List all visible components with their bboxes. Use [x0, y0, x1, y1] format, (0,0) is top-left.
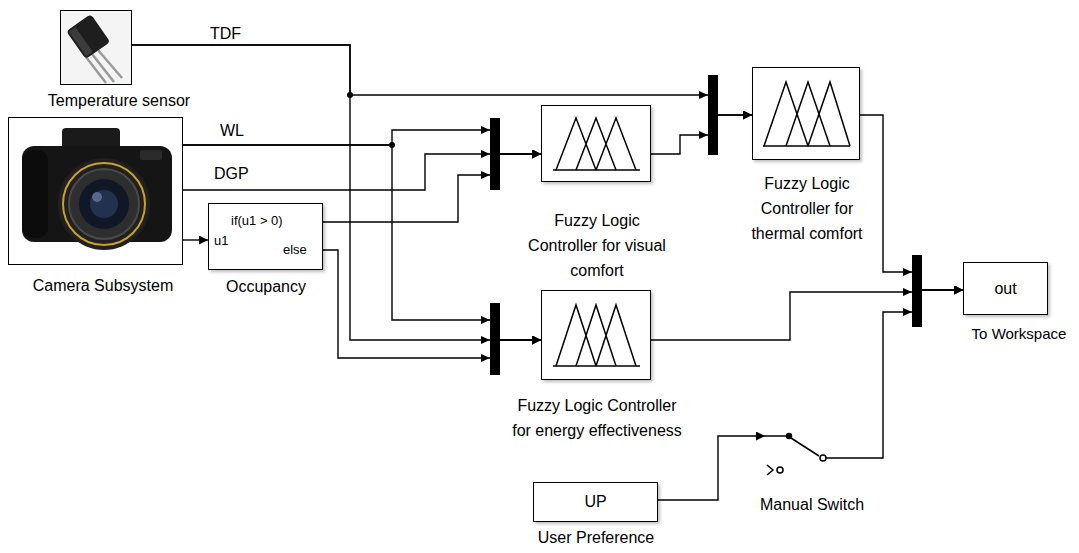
- sensor-body: [66, 14, 110, 59]
- fuzzy-icon: [553, 118, 640, 170]
- signal-name: WL: [218, 121, 246, 140]
- camera-block: Camera Subsystem: [8, 117, 183, 265]
- manual-switch-symbol: [765, 434, 830, 476]
- signal-line: [183, 239, 208, 240]
- block-label: Temperature sensor: [48, 91, 190, 110]
- signal-line: [658, 436, 765, 500]
- block-text: UP: [584, 492, 606, 511]
- block-label: Fuzzy Logic Controller for thermal comfo…: [732, 171, 882, 246]
- constant-block: UPUser Preference: [533, 482, 658, 522]
- signal-line: [183, 154, 541, 190]
- signal-line: [183, 145, 541, 340]
- mux-bar: [912, 255, 922, 327]
- mux-input-arrow: [481, 91, 912, 362]
- fuzzy-icon: [553, 305, 640, 366]
- camera-picture: [8, 117, 183, 265]
- junction-dot: [389, 142, 395, 148]
- workspace-block: outTo Workspace: [963, 262, 1048, 315]
- camera-lens: [79, 179, 129, 229]
- signal-name: TDF: [208, 24, 243, 43]
- signal-line: [323, 154, 541, 222]
- block-text: u1: [214, 233, 228, 249]
- mux-bar: [490, 118, 500, 190]
- block-text: else: [283, 242, 307, 258]
- block-label: Fuzzy Logic Controller for energy effect…: [508, 393, 686, 443]
- sensor-leg: [86, 57, 106, 83]
- block-text: out: [994, 279, 1016, 298]
- junction-dot: [347, 92, 353, 98]
- camera-grip: [22, 150, 48, 238]
- block-label: Fuzzy Logic Controller for visual comfor…: [527, 208, 667, 283]
- picture-ground: [8, 117, 183, 265]
- signal-line: [132, 45, 752, 115]
- camera-lens: [90, 190, 118, 218]
- signal-line: [860, 115, 963, 290]
- signal-line: [323, 250, 541, 358]
- camera-dial: [140, 150, 162, 160]
- signal-line: [132, 45, 541, 340]
- fuzzy-controller: Fuzzy Logic Controller for energy effect…: [541, 290, 651, 380]
- fuzzy-controller: Fuzzy Logic Controller for visual comfor…: [541, 105, 651, 182]
- fuzzy-controller: Fuzzy Logic Controller for thermal comfo…: [752, 67, 860, 160]
- camera-lens: [69, 169, 139, 239]
- block-text: User Preference: [538, 528, 655, 547]
- switch-block: Manual Switch: [765, 425, 830, 475]
- block-text: To Workspace: [972, 325, 1067, 343]
- picture-ground: [60, 10, 132, 85]
- fuzzy-icon: [763, 82, 850, 146]
- if-block: if(u1 > 0)u1elseOccupancy: [208, 203, 323, 270]
- temperature-sensor-picture: [60, 10, 132, 85]
- sensor-leg: [98, 50, 122, 78]
- sensor-block: Temperature sensor: [60, 10, 132, 85]
- signal-name: DGP: [212, 164, 251, 183]
- mux-bar: [490, 303, 500, 375]
- camera-lens: [63, 163, 145, 245]
- mux-bar: [708, 75, 718, 155]
- block-label: Camera Subsystem: [33, 276, 174, 295]
- block-text: Occupancy: [226, 277, 306, 296]
- lens-glare: [92, 192, 102, 202]
- camera-lens: [58, 158, 150, 250]
- block-text: if(u1 > 0): [231, 213, 283, 229]
- signal-line: [830, 290, 963, 458]
- signal-line: [651, 115, 752, 154]
- block-label: Manual Switch: [760, 495, 864, 514]
